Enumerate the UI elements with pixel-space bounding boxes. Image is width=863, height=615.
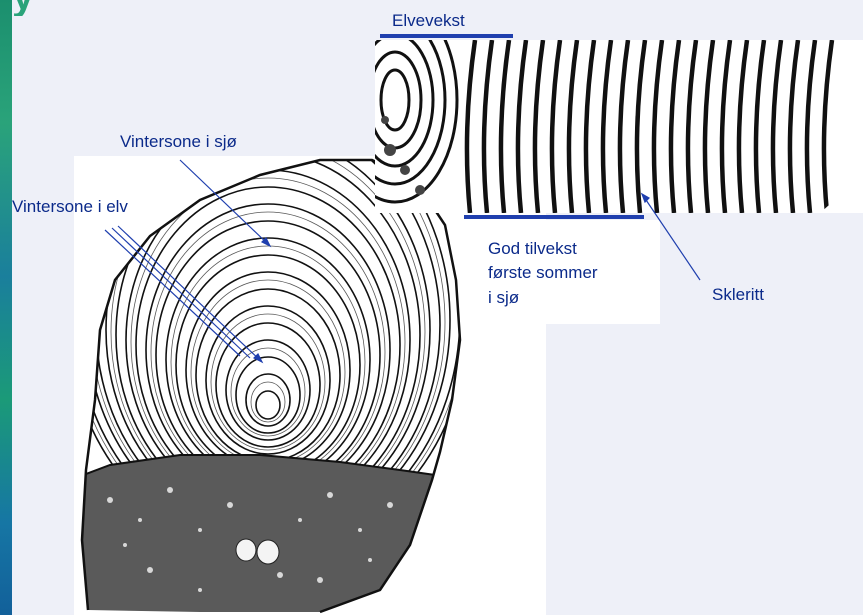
elvevekst-bar	[380, 34, 513, 38]
god-tilvekst-label-line1: God tilvekst	[488, 238, 577, 259]
god-tilvekst-bar	[464, 215, 644, 219]
god-tilvekst-label-line2: første sommer	[488, 262, 598, 283]
zoomed-scale-picture	[333, 0, 863, 213]
god-tilvekst-label-line3: i sjø	[488, 287, 519, 308]
vintersone-elv-label: Vintersone i elv	[12, 196, 128, 217]
skleritt-label: Skleritt	[712, 284, 764, 305]
vintersone-sjo-label: Vintersone i sjø	[120, 131, 237, 152]
elvevekst-label: Elvevekst	[392, 10, 465, 31]
